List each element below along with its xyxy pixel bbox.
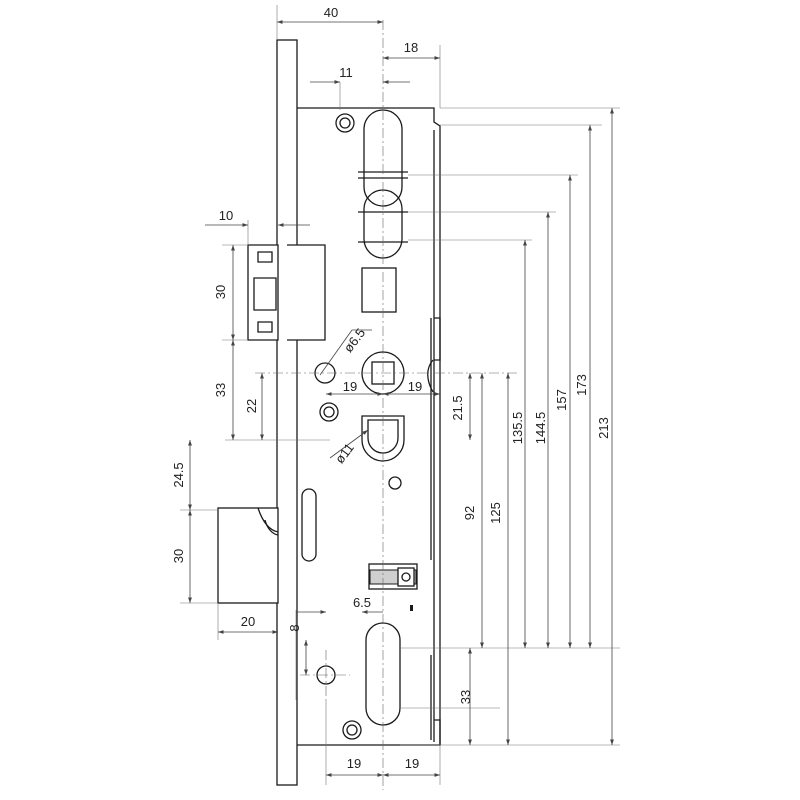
center-lines [255,20,520,790]
switch-block [368,563,418,611]
dim-19-follower-right: 19 [408,379,422,394]
dim-8: 8 [287,624,302,631]
dim-213: 213 [596,417,611,439]
dim-19-follower-left: 19 [343,379,357,394]
extension-lines [180,5,620,785]
dim-135-5: 135.5 [510,412,525,445]
dim-10: 10 [219,208,233,223]
dim-33-latch: 33 [213,383,228,397]
lock-body [276,39,441,786]
latch-window [361,267,397,313]
hole-pin [319,402,339,422]
cyl-screw-hole [316,665,336,685]
dim-22: 22 [244,399,259,413]
dim-18: 18 [404,40,418,55]
dim-33-bottom: 33 [458,690,473,704]
dim-125: 125 [488,502,503,524]
upper-slots [335,109,408,259]
dim-40: 40 [324,5,338,20]
dim-157: 157 [554,389,569,411]
latch-bolt [247,244,326,341]
dim-19-backset-right: 19 [405,756,419,771]
dim-19-backset-left: 19 [347,756,361,771]
dim-173: 173 [574,374,589,396]
dim-21-5: 21.5 [450,395,465,420]
dim-phi-11: ø11 [332,440,357,466]
dim-30-bolt: 30 [171,549,186,563]
faceplate [276,39,298,786]
dim-30-latch: 30 [213,285,228,299]
dim-144-5: 144.5 [533,412,548,445]
hole-large [388,476,402,490]
dim-24-5: 24.5 [171,462,186,487]
dim-6-5: 6.5 [353,595,371,610]
deadbolt [217,507,279,604]
dim-20: 20 [241,614,255,629]
dim-92: 92 [462,506,477,520]
bottom-screw-hole [342,720,362,740]
dimension-lines [188,20,614,777]
dimension-labels: 40 18 11 10 30 33 22 ø6.5 19 19 21.5 ø11… [171,5,611,771]
lower-follower [361,415,405,462]
dim-11: 11 [339,65,353,80]
guide-slot [301,488,317,562]
